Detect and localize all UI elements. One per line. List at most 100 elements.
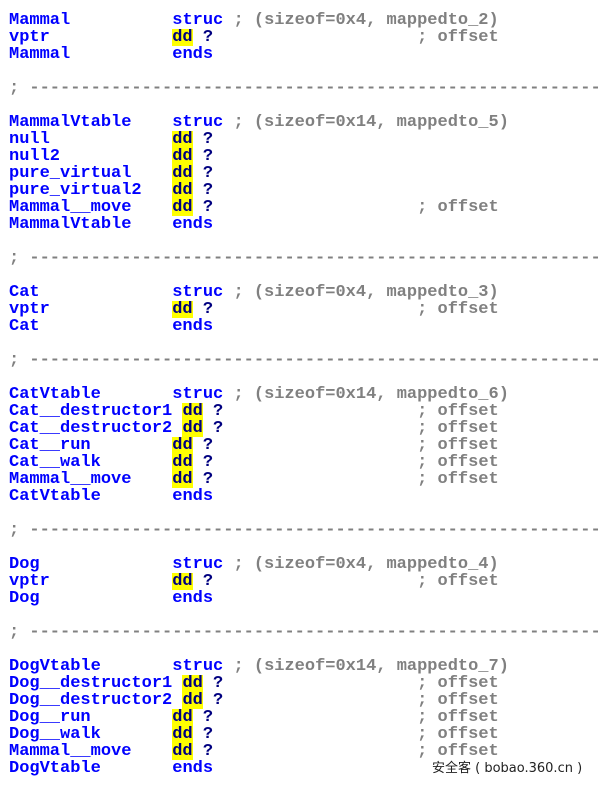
member-name[interactable]: Dog__destructor1 xyxy=(9,675,173,692)
member-name[interactable]: Dog__walk xyxy=(9,726,101,743)
struct-line[interactable]: CatVtable struc ; (sizeof=0x14, mappedto… xyxy=(9,386,600,403)
struc-keyword[interactable]: struc xyxy=(172,12,224,29)
struct-line[interactable]: Cat__destructor2 dd ? ; offset xyxy=(9,420,600,437)
member-value[interactable]: ? xyxy=(202,301,214,318)
struc-keyword[interactable]: struc xyxy=(172,284,224,301)
ends-keyword[interactable]: ends xyxy=(172,318,214,335)
member-name[interactable]: null xyxy=(9,131,50,148)
dd-keyword[interactable]: dd xyxy=(182,675,203,692)
member-name[interactable]: pure_virtual2 xyxy=(9,182,142,199)
member-name[interactable]: MammalVtable xyxy=(9,114,132,131)
member-name[interactable]: Mammal__move xyxy=(9,199,132,216)
dd-keyword[interactable]: dd xyxy=(182,403,203,420)
member-name[interactable]: vptr xyxy=(9,301,50,318)
struct-line[interactable]: Mammal__move dd ? ; offset xyxy=(9,199,600,216)
struct-line[interactable]: Dog__destructor2 dd ? ; offset xyxy=(9,692,600,709)
dd-keyword[interactable]: dd xyxy=(172,726,193,743)
struct-line[interactable]: Dog ends xyxy=(9,590,600,607)
ends-keyword[interactable]: ends xyxy=(172,216,214,233)
struct-line[interactable]: pure_virtual dd ? xyxy=(9,165,600,182)
ends-keyword[interactable]: ends xyxy=(172,46,214,63)
struc-keyword[interactable]: struc xyxy=(172,658,224,675)
struct-line[interactable]: MammalVtable struc ; (sizeof=0x14, mappe… xyxy=(9,114,600,131)
member-name[interactable]: Cat__run xyxy=(9,437,91,454)
struct-line[interactable]: vptr dd ? ; offset xyxy=(9,301,600,318)
struct-line[interactable]: Cat ends xyxy=(9,318,600,335)
member-value[interactable]: ? xyxy=(202,726,214,743)
member-name[interactable]: Cat__destructor1 xyxy=(9,403,173,420)
dd-keyword[interactable]: dd xyxy=(172,29,193,46)
member-name[interactable]: DogVtable xyxy=(9,658,101,675)
struc-keyword[interactable]: struc xyxy=(172,556,224,573)
member-name[interactable]: Cat__walk xyxy=(9,454,101,471)
member-value[interactable]: ? xyxy=(202,454,214,471)
struct-line[interactable]: MammalVtable ends xyxy=(9,216,600,233)
dd-keyword[interactable]: dd xyxy=(172,743,193,760)
member-name[interactable]: CatVtable xyxy=(9,386,101,403)
member-name[interactable]: Mammal xyxy=(9,46,71,63)
dd-keyword[interactable]: dd xyxy=(172,131,193,148)
struct-line[interactable]: Dog struc ; (sizeof=0x4, mappedto_4) xyxy=(9,556,600,573)
member-name[interactable]: Dog xyxy=(9,590,40,607)
struct-line[interactable]: vptr dd ? ; offset xyxy=(9,29,600,46)
struct-line[interactable]: Cat__walk dd ? ; offset xyxy=(9,454,600,471)
member-value[interactable]: ? xyxy=(202,437,214,454)
member-value[interactable]: ? xyxy=(202,148,214,165)
struct-line[interactable]: Mammal ends xyxy=(9,46,600,63)
struct-line[interactable]: Dog__walk dd ? ; offset xyxy=(9,726,600,743)
member-name[interactable]: MammalVtable xyxy=(9,216,132,233)
member-name[interactable]: Mammal__move xyxy=(9,743,132,760)
ends-keyword[interactable]: ends xyxy=(172,488,214,505)
struct-line[interactable]: Dog__run dd ? ; offset xyxy=(9,709,600,726)
member-value[interactable]: ? xyxy=(202,199,214,216)
dd-keyword[interactable]: dd xyxy=(182,420,203,437)
member-name[interactable]: CatVtable xyxy=(9,488,101,505)
struct-line[interactable]: vptr dd ? ; offset xyxy=(9,573,600,590)
struct-line[interactable]: Cat struc ; (sizeof=0x4, mappedto_3) xyxy=(9,284,600,301)
member-value[interactable]: ? xyxy=(202,471,214,488)
member-name[interactable]: Mammal__move xyxy=(9,471,132,488)
dd-keyword[interactable]: dd xyxy=(172,709,193,726)
member-name[interactable]: Dog xyxy=(9,556,40,573)
member-value[interactable]: ? xyxy=(213,403,224,420)
member-name[interactable]: Mammal xyxy=(9,12,71,29)
structures-listing[interactable]: Mammal struc ; (sizeof=0x4, mappedto_2)v… xyxy=(9,12,600,777)
struc-keyword[interactable]: struc xyxy=(172,386,224,403)
member-name[interactable]: null2 xyxy=(9,148,61,165)
member-value[interactable]: ? xyxy=(202,29,214,46)
struct-line[interactable]: Dog__destructor1 dd ? ; offset xyxy=(9,675,600,692)
member-name[interactable]: pure_virtual xyxy=(9,165,132,182)
struct-line[interactable]: Cat__destructor1 dd ? ; offset xyxy=(9,403,600,420)
ends-keyword[interactable]: ends xyxy=(172,760,214,777)
dd-keyword[interactable]: dd xyxy=(182,692,203,709)
member-value[interactable]: ? xyxy=(213,675,224,692)
dd-keyword[interactable]: dd xyxy=(172,454,193,471)
dd-keyword[interactable]: dd xyxy=(172,182,193,199)
member-value[interactable]: ? xyxy=(213,420,224,437)
member-name[interactable]: Dog__run xyxy=(9,709,91,726)
member-value[interactable]: ? xyxy=(202,573,214,590)
dd-keyword[interactable]: dd xyxy=(172,471,193,488)
member-value[interactable]: ? xyxy=(202,743,214,760)
struct-line[interactable]: CatVtable ends xyxy=(9,488,600,505)
struct-line[interactable]: Mammal__move dd ? ; offset xyxy=(9,743,600,760)
dd-keyword[interactable]: dd xyxy=(172,437,193,454)
struct-line[interactable]: Cat__run dd ? ; offset xyxy=(9,437,600,454)
member-name[interactable]: Cat xyxy=(9,318,40,335)
dd-keyword[interactable]: dd xyxy=(172,573,193,590)
struc-keyword[interactable]: struc xyxy=(172,114,224,131)
member-value[interactable]: ? xyxy=(202,182,214,199)
dd-keyword[interactable]: dd xyxy=(172,301,193,318)
member-value[interactable]: ? xyxy=(202,131,214,148)
struct-line[interactable]: pure_virtual2 dd ? xyxy=(9,182,600,199)
member-name[interactable]: Cat__destructor2 xyxy=(9,420,173,437)
dd-keyword[interactable]: dd xyxy=(172,199,193,216)
member-name[interactable]: Cat xyxy=(9,284,40,301)
member-value[interactable]: ? xyxy=(202,165,214,182)
struct-line[interactable]: null dd ? xyxy=(9,131,600,148)
struct-line[interactable]: Mammal struc ; (sizeof=0x4, mappedto_2) xyxy=(9,12,600,29)
struct-line[interactable]: null2 dd ? xyxy=(9,148,600,165)
member-name[interactable]: vptr xyxy=(9,573,50,590)
member-name[interactable]: vptr xyxy=(9,29,50,46)
struct-line[interactable]: DogVtable ends xyxy=(9,760,600,777)
